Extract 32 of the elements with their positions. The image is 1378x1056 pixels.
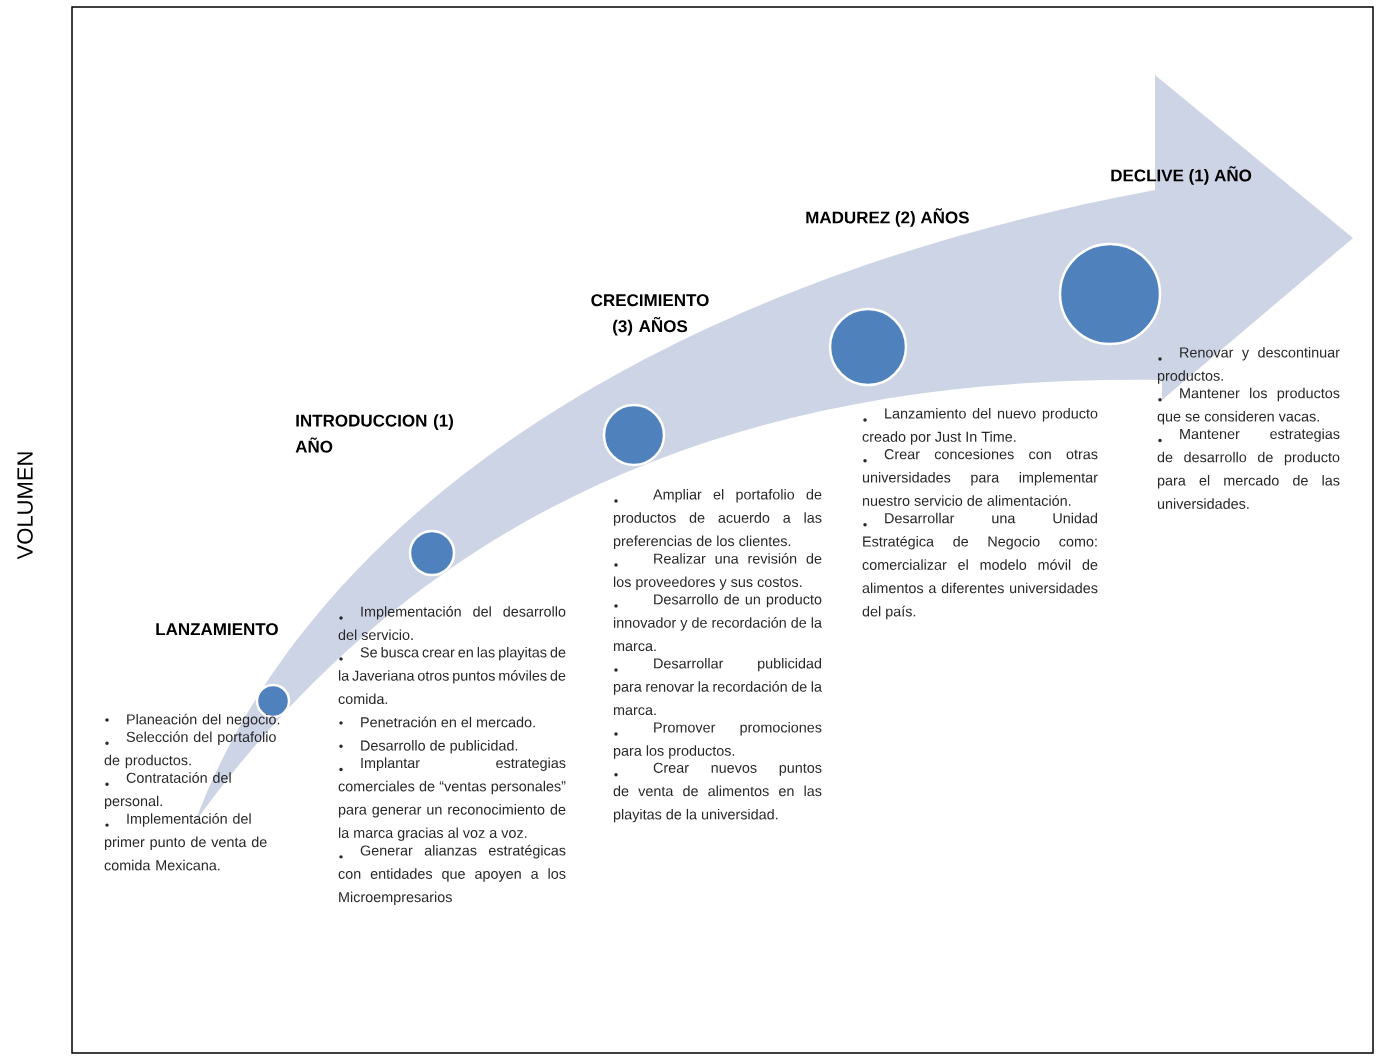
bullet-item: Penetración en el mercado. — [339, 716, 535, 728]
stage-circle — [1058, 242, 1162, 346]
stage-heading: LANZAMIENTO — [156, 623, 278, 636]
bullet-item: Crear concesiones con otras universidades para implementar nuestro servicio de alimentación. — [862, 448, 1098, 506]
bullet-item: Realizar una revisión de los proveedores y sus costos. — [614, 553, 822, 590]
bullet-item: Implementación del desarrollo del servicio. — [338, 606, 566, 641]
bullet-item: Mantener los productos que se consideren vacas. — [1157, 387, 1340, 425]
bullet-item: Ampliar el portafolio de productos de acuerdo a las preferencias de los clientes. — [613, 489, 822, 550]
bullet-item: Renovar y descontinuar productos. — [1157, 347, 1340, 384]
bullet-item: Contratación del personal. — [104, 772, 231, 810]
bullet-item: Promover promociones para los productos. — [613, 721, 822, 759]
bullet-item: Desarrollo de un producto innovador y de recordación de la marca. — [613, 593, 822, 652]
axis-label: VOLUMEN — [17, 452, 33, 560]
bullet-item: Lanzamiento del nuevo producto creado por Just In Time. — [862, 408, 1098, 445]
bullet-item: Mantener estrategias de desarrollo de producto para el mercado de las universidades. — [1157, 428, 1340, 509]
bullet-item: Desarrollar una Unidad Estratégica de Negocio como: comercializar el modelo móvil de alimentos a diferentes universidades del país. — [862, 512, 1098, 620]
bullet-item: Desarrollar publicidad para renovar la recordación de la marca. — [613, 657, 822, 716]
bullet-item: Desarrollo de publicidad. — [339, 740, 518, 754]
stage-heading: MADUREZ (2) AÑOS — [806, 208, 969, 227]
stage-heading: DECLIVE (1) AÑO — [1111, 166, 1252, 185]
stage-circle — [408, 529, 456, 577]
bullet-item: Generar alianzas estratégicas con entidades que apoyen a los Microempresarios — [338, 844, 566, 906]
bullet-item: Selección del portafolio de productos. — [104, 731, 276, 769]
bullet-item: Crear nuevos puntos de venta de alimentos en las playitas de la universidad. — [613, 762, 822, 823]
stage-circle — [602, 403, 666, 467]
stage-heading: INTRODUCCION (1) AÑO — [295, 414, 453, 453]
bullet-item: Se busca crear en las playitas de la Javeriana otros puntos móviles de comida. — [338, 646, 566, 705]
stage-circle — [828, 307, 908, 387]
bullet-item: Planeación del negocio. — [105, 713, 280, 728]
bullet-item: Implementación del primer punto de venta de comida Mexicana. — [104, 813, 267, 871]
bullet-item: Implantar estrategias comerciales de “ventas personales” para generar un reconocimiento de la marca gracias al voz a voz. — [338, 757, 566, 841]
stage-heading: CRECIMIENTO (3) AÑOS — [591, 294, 709, 336]
